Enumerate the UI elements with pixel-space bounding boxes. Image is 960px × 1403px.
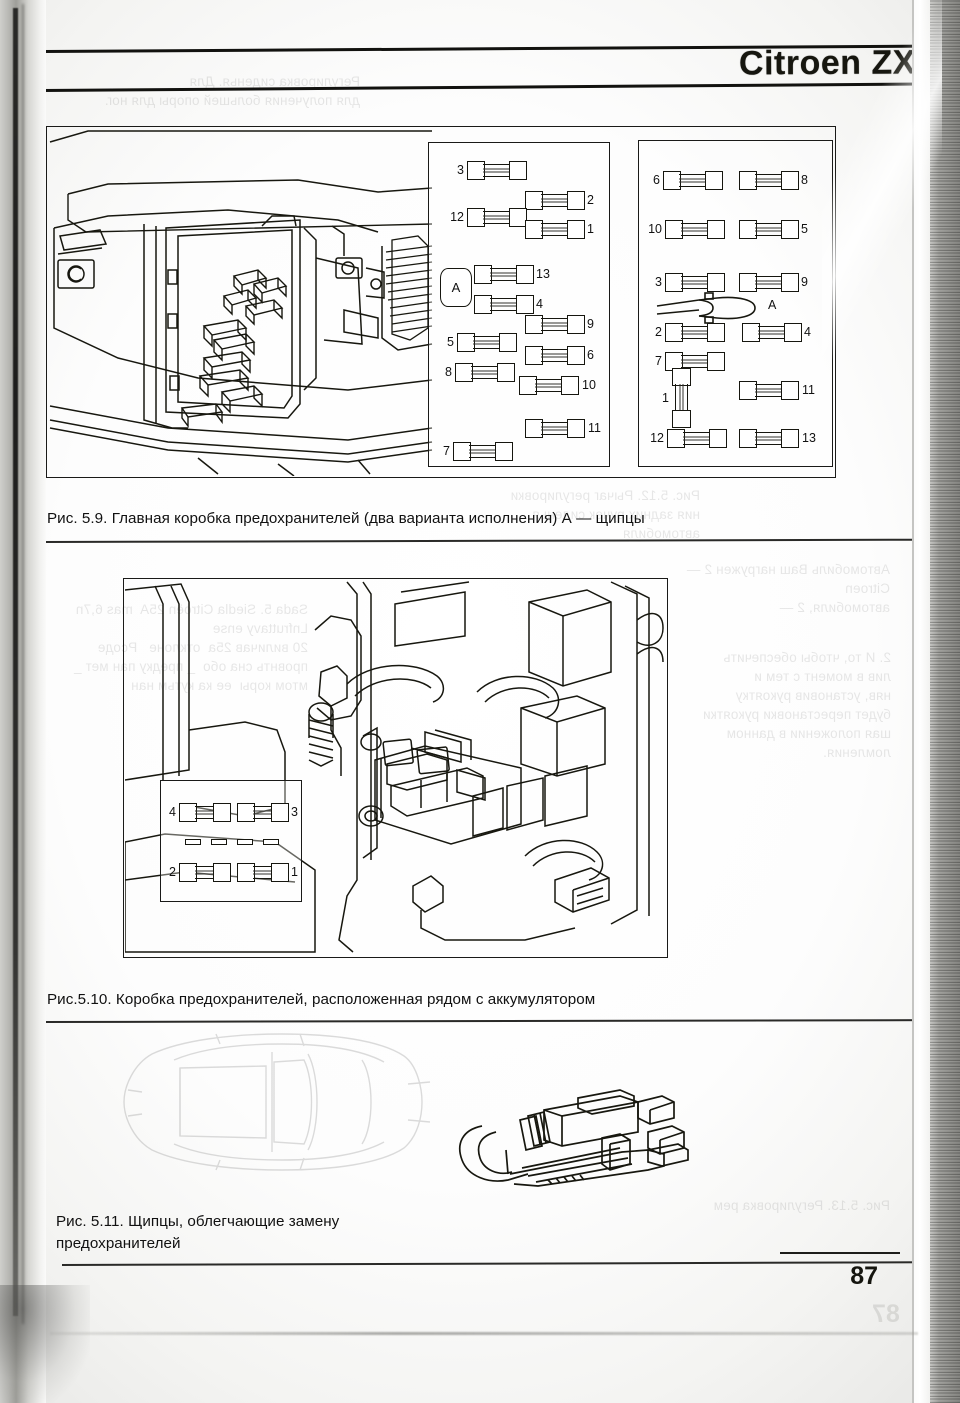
fuse-11: 11 <box>525 419 601 438</box>
fuse-6: 6 <box>525 346 594 365</box>
fuse-number: 4 <box>169 805 176 819</box>
fuse-11: 11 <box>739 381 815 400</box>
fuse-number: 6 <box>587 348 594 362</box>
fuse-1: 1 <box>237 863 298 882</box>
fuse-number: 13 <box>802 431 816 445</box>
dashboard-fuse-box-illustration <box>48 128 434 476</box>
fuse-8: 8 <box>445 363 515 382</box>
fuse-number: 10 <box>582 378 596 392</box>
fuse-number: 4 <box>536 297 543 311</box>
fuse-number: 5 <box>801 222 808 236</box>
fuse-7: 7 <box>655 352 725 371</box>
page-title: Citroen ZX <box>738 43 917 83</box>
fuse-number: 12 <box>450 210 464 224</box>
fuse-10: 10 <box>648 220 725 239</box>
pliers-label: A <box>768 298 777 312</box>
fuse-8: 8 <box>739 171 808 190</box>
figure-5-10-frame <box>123 578 668 958</box>
fuse-3: 3 <box>237 803 298 822</box>
fuse-5: 5 <box>447 333 517 352</box>
fuse-number: 7 <box>655 354 662 368</box>
fuse-2: 2 <box>169 863 231 882</box>
empty-fuse-slot <box>237 839 253 845</box>
empty-fuse-slot <box>263 839 279 845</box>
page-number-rule <box>780 1252 900 1254</box>
fuse-number: 3 <box>457 163 464 177</box>
pliers-holder-bracket: A <box>440 268 472 307</box>
empty-fuse-slot <box>211 839 227 845</box>
fuse-number: 1 <box>291 865 298 879</box>
fuse-number: 6 <box>653 173 660 187</box>
page-right-margin <box>912 0 930 1403</box>
figure-5-10-caption: Рис.5.10. Коробка предохранителей, распо… <box>47 991 596 1008</box>
fuse-3: 3 <box>457 161 527 180</box>
fuse-number: 3 <box>655 275 662 289</box>
page-number-bleed-through: 87 <box>872 1300 900 1328</box>
book-spine-dark-line <box>13 8 18 1316</box>
empty-fuse-slot <box>185 839 201 845</box>
fuse-number: 8 <box>801 173 808 187</box>
fuse-12: 12 <box>650 429 727 448</box>
fuse-number: 5 <box>447 335 454 349</box>
fuse-10: 10 <box>519 376 596 395</box>
fuse-9: 9 <box>525 315 594 334</box>
fuse-number: 12 <box>650 431 664 445</box>
fuse-1-vertical: 1 <box>662 368 691 428</box>
book-spine-soft-line <box>22 4 24 1324</box>
fuse-6: 6 <box>653 171 723 190</box>
fuse-number: 4 <box>804 325 811 339</box>
fuse-9: 9 <box>739 273 808 292</box>
engine-bay-illustration <box>125 580 666 956</box>
scan-right-edge-band <box>930 0 960 1403</box>
fuse-13: 13 <box>739 429 816 448</box>
page-number: 87 <box>850 1262 878 1290</box>
fuse-4: 4 <box>169 803 231 822</box>
figure-5-9-caption: Рис. 5.9. Главная коробка предохранителе… <box>47 510 645 527</box>
scan-smudge <box>0 1285 90 1403</box>
fuse-4: 4 <box>474 295 543 314</box>
fuse-13: 13 <box>474 265 550 284</box>
fuse-number: 2 <box>655 325 662 339</box>
figure-5-11-caption: Рис. 5.11. Щипцы, облегчающие замену пре… <box>56 1213 340 1252</box>
fuse-number: 10 <box>648 222 662 236</box>
fuse-puller-pliers-illustration <box>452 1088 696 1194</box>
pliers-holder-label: A <box>451 280 461 295</box>
fuse-12: 12 <box>450 208 527 227</box>
fuse-number: 9 <box>587 317 594 331</box>
page-right-fold <box>912 0 914 1403</box>
fuse-number: 11 <box>588 421 601 435</box>
fuse-number: 7 <box>443 444 450 458</box>
fuse-3: 3 <box>655 273 725 292</box>
car-silhouette-ghost-illustration <box>112 1032 432 1172</box>
fuse-number: 13 <box>536 267 550 281</box>
fuse-number: 1 <box>587 222 594 236</box>
fuse-2: 2 <box>655 323 725 342</box>
fuse-7: 7 <box>443 442 513 461</box>
fuse-number: 9 <box>801 275 808 289</box>
fuse-number: 2 <box>169 865 176 879</box>
fuse-number: 1 <box>662 391 669 405</box>
pliers-icon <box>656 292 756 324</box>
battery-fuse-panel: 4 3 2 1 <box>160 780 302 902</box>
fuse-5: 5 <box>739 220 808 239</box>
fuse-number: 8 <box>445 365 452 379</box>
fuse-1: 1 <box>525 220 594 239</box>
fuse-number: 11 <box>802 383 815 397</box>
fuse-number: 2 <box>587 193 594 207</box>
fuse-4: 4 <box>742 323 811 342</box>
fuse-number: 3 <box>291 805 298 819</box>
fuse-2: 2 <box>525 191 594 210</box>
page-bottom-edge <box>50 1332 918 1335</box>
fuse-panel-variant-1: 3 2 12 1 13 4 9 5 6 8 10 11 7 <box>428 142 610 467</box>
